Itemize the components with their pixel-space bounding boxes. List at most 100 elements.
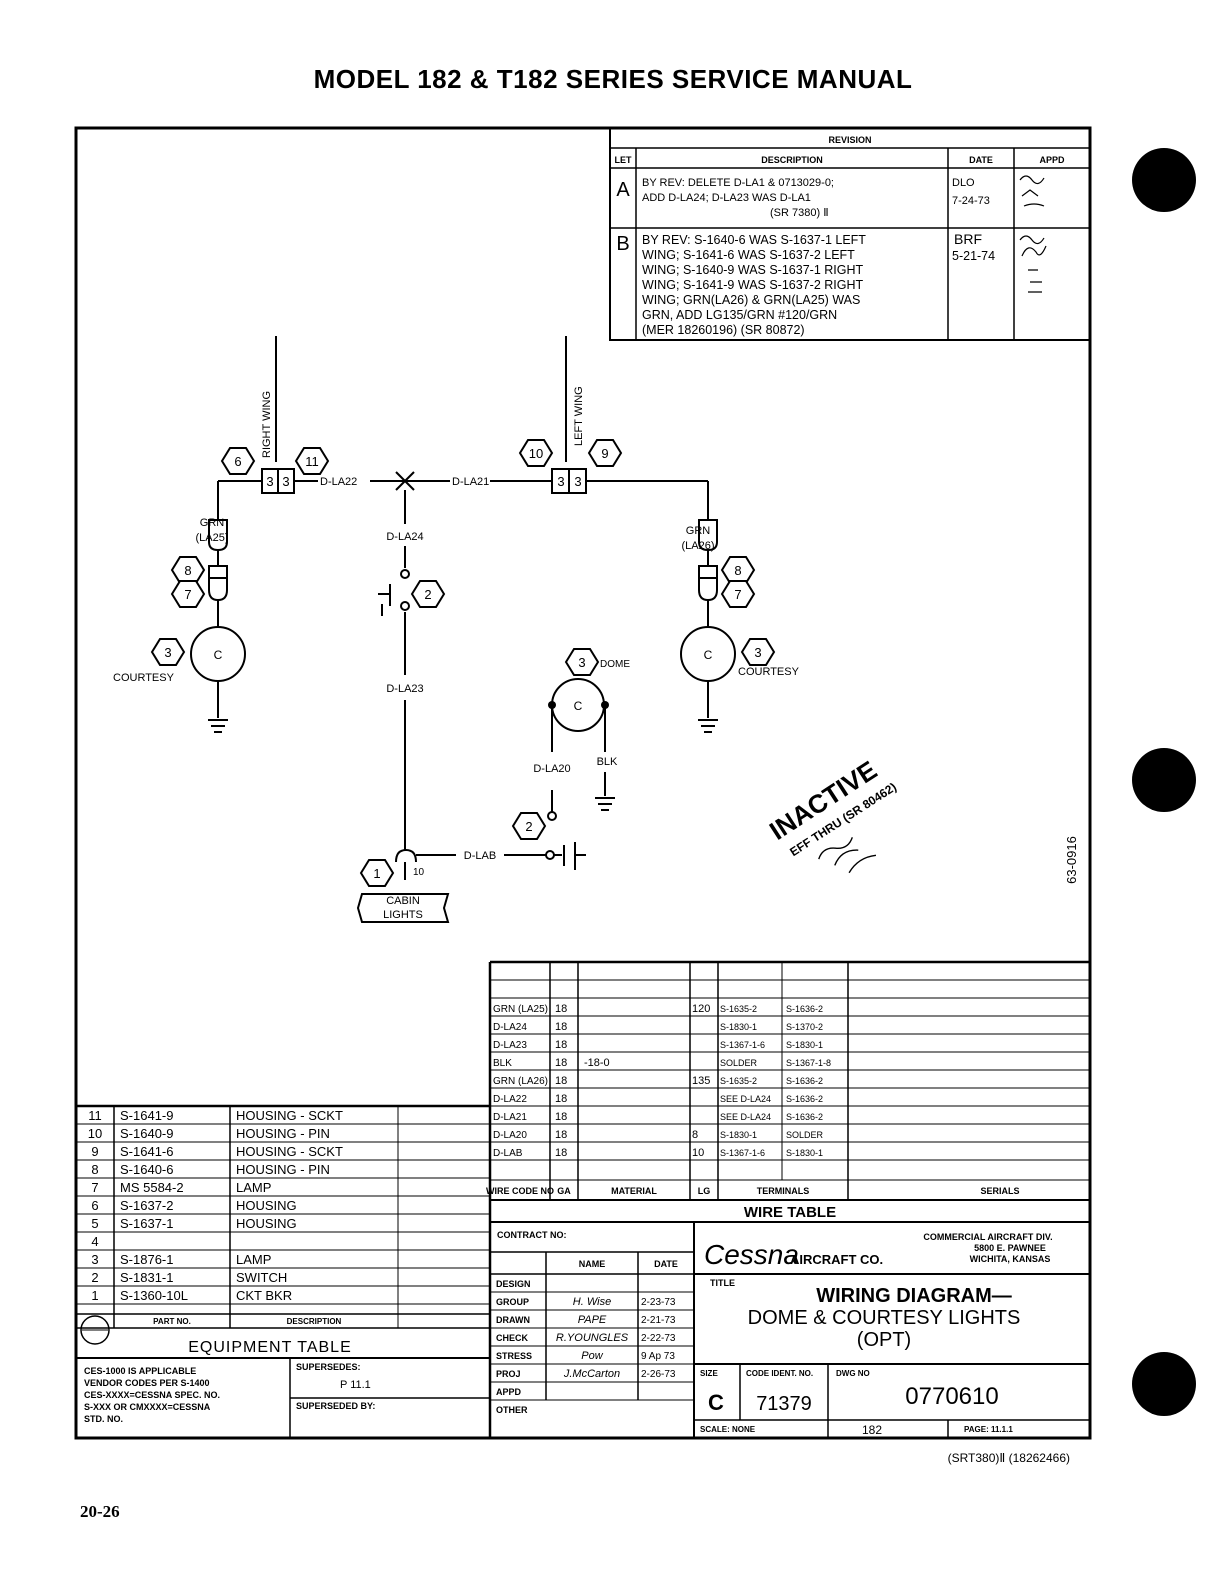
- wire-label-la22: D-LA22: [320, 476, 357, 488]
- size-label: SIZE: [700, 1369, 718, 1378]
- wire-table-cell: S-1636-2: [786, 1112, 823, 1122]
- wire-label-grn: GRN: [200, 517, 225, 529]
- code-ident-value: 71379: [756, 1393, 812, 1415]
- wire-label-grn: GRN: [686, 525, 711, 537]
- title-line-3: (OPT): [857, 1329, 911, 1351]
- division-line: 5800 E. PAWNEE: [974, 1243, 1046, 1253]
- wire-table-cell: 8: [692, 1129, 698, 1141]
- superseded-by-label: SUPERSEDED BY:: [296, 1401, 375, 1411]
- revision-b-line: WING; S-1640-9 WAS S-1637-1 RIGHT: [642, 263, 863, 277]
- title-block-role: GROUP: [496, 1297, 529, 1307]
- wire-table-cell: S-1367-1-6: [720, 1148, 765, 1158]
- equipment-table-grid: [76, 1104, 490, 1438]
- wire-label-la24: D-LA24: [386, 531, 423, 543]
- revision-b-line: GRN, ADD LG135/GRN #120/GRN: [642, 308, 837, 322]
- revision-b-line: WING; S-1641-9 WAS S-1637-2 RIGHT: [642, 278, 863, 292]
- wire-table-cell: S-1830-1: [786, 1040, 823, 1050]
- wire-col-header: MATERIAL: [611, 1186, 657, 1196]
- wire-label-la20: D-LA20: [533, 763, 570, 775]
- equipment-item-no: 4: [91, 1234, 98, 1249]
- model-value: 182: [862, 1423, 882, 1437]
- equipment-description: HOUSING: [236, 1216, 297, 1231]
- wire-col-header: GA: [557, 1186, 571, 1196]
- equipment-item-no: 8: [91, 1162, 98, 1177]
- callout-1-label: 1: [373, 866, 380, 881]
- wire-col-header: LG: [698, 1186, 711, 1196]
- wire-table-cell: S-1636-2: [786, 1004, 823, 1014]
- note-line: VENDOR CODES PER S-1400: [84, 1378, 210, 1388]
- callout-8-label: 9: [601, 446, 608, 461]
- title-block-grid: [490, 1222, 1090, 1438]
- title-block-name: H. Wise: [573, 1296, 611, 1308]
- wire-table-cell: S-1367-1-6: [720, 1040, 765, 1050]
- equipment-part-no: MS 5584-2: [120, 1180, 184, 1195]
- title-block-date: 2-22-73: [641, 1333, 676, 1344]
- wire-label-la26: (LA26): [681, 540, 714, 552]
- wire-table-grid: [488, 960, 1090, 1438]
- right-wing-label: RIGHT WING: [261, 391, 273, 458]
- equipment-description: LAMP: [236, 1252, 271, 1267]
- wire-table-cell: S-1635-2: [720, 1004, 757, 1014]
- contract-label: CONTRACT NO:: [497, 1230, 567, 1240]
- pin-3-label: 3: [557, 474, 564, 489]
- title-block-date: 2-23-73: [641, 1297, 676, 1308]
- wire-table-cell: BLK: [493, 1058, 512, 1069]
- equipment-part-no: S-1641-9: [120, 1108, 173, 1123]
- page-number: 20-26: [80, 1502, 120, 1521]
- wire-table-cell: D-LA22: [493, 1094, 527, 1105]
- revision-a-line: BY REV: DELETE D-LA1 & 0713029-0;: [642, 177, 834, 189]
- wire-table-cell: SOLDER: [720, 1058, 758, 1068]
- title-block-name: Pow: [581, 1350, 603, 1362]
- title-block-role: CHECK: [496, 1333, 529, 1343]
- pin-3-label: 3: [266, 474, 273, 489]
- wire-label-lab: D-LAB: [464, 850, 496, 862]
- title-line-1: WIRING DIAGRAM—: [816, 1285, 1012, 1307]
- wire-table-cell: S-1635-2: [720, 1076, 757, 1086]
- revision-b-line: WING; S-1641-6 WAS S-1637-2 LEFT: [642, 248, 855, 262]
- title-line-2: DOME & COURTESY LIGHTS: [748, 1307, 1021, 1329]
- wire-table-cell: 18: [555, 1075, 567, 1087]
- binder-hole: [1132, 1352, 1196, 1416]
- wire-table-cell: S-1370-2: [786, 1022, 823, 1032]
- title-block-role: STRESS: [496, 1351, 532, 1361]
- equipment-part-no: S-1637-2: [120, 1198, 173, 1213]
- wire-table-cell: 18: [555, 1129, 567, 1141]
- lamp-label: C: [214, 648, 223, 662]
- equipment-item-no: 10: [88, 1126, 102, 1141]
- title-label: TITLE: [710, 1278, 735, 1288]
- equipment-item-no: 7: [91, 1180, 98, 1195]
- size-value: C: [708, 1390, 724, 1415]
- wire-table-cell: D-LA21: [493, 1112, 527, 1123]
- wire-table-cell: 18: [555, 1003, 567, 1015]
- callout-10-label: 6: [234, 454, 241, 469]
- company-sub: AIRCRAFT CO.: [790, 1252, 883, 1267]
- footer-note: (SRT380)Ⅱ (18262466): [948, 1451, 1070, 1465]
- equipment-item-no: 6: [91, 1198, 98, 1213]
- wire-table-cell: SOLDER: [786, 1130, 824, 1140]
- wire-table-title: WIRE TABLE: [744, 1204, 836, 1221]
- revision-title: REVISION: [828, 135, 871, 145]
- equipment-item-no: 1: [91, 1288, 98, 1303]
- equipment-item-no: 2: [91, 1270, 98, 1285]
- wire-col-header: SERIALS: [980, 1186, 1019, 1196]
- wire-table-cell: 18: [555, 1057, 567, 1069]
- title-block-role: APPD: [496, 1387, 522, 1397]
- revision-a-date: 7-24-73: [952, 195, 990, 207]
- division-line: WICHITA, KANSAS: [970, 1254, 1051, 1264]
- wire-table-cell: S-1830-1: [720, 1022, 757, 1032]
- title-block-role: PROJ: [496, 1369, 521, 1379]
- wire-table-cell: D-LA20: [493, 1130, 527, 1141]
- equipment-description: CKT BKR: [236, 1288, 292, 1303]
- sheet-border: [74, 126, 1092, 1440]
- revision-header-appd: APPD: [1039, 155, 1065, 165]
- revision-b-date: 5-21-74: [952, 249, 995, 263]
- wire-table-cell: S-1636-2: [786, 1094, 823, 1104]
- wire-table-cell: 135: [692, 1075, 710, 1087]
- item-no-logo: [80, 1315, 110, 1345]
- wire-table-cell: 10: [692, 1147, 704, 1159]
- dwg-no-label: DWG NO: [836, 1369, 870, 1378]
- revision-b-date: BRF: [954, 231, 982, 247]
- note-line: CES-1000 IS APPLICABLE: [84, 1366, 196, 1376]
